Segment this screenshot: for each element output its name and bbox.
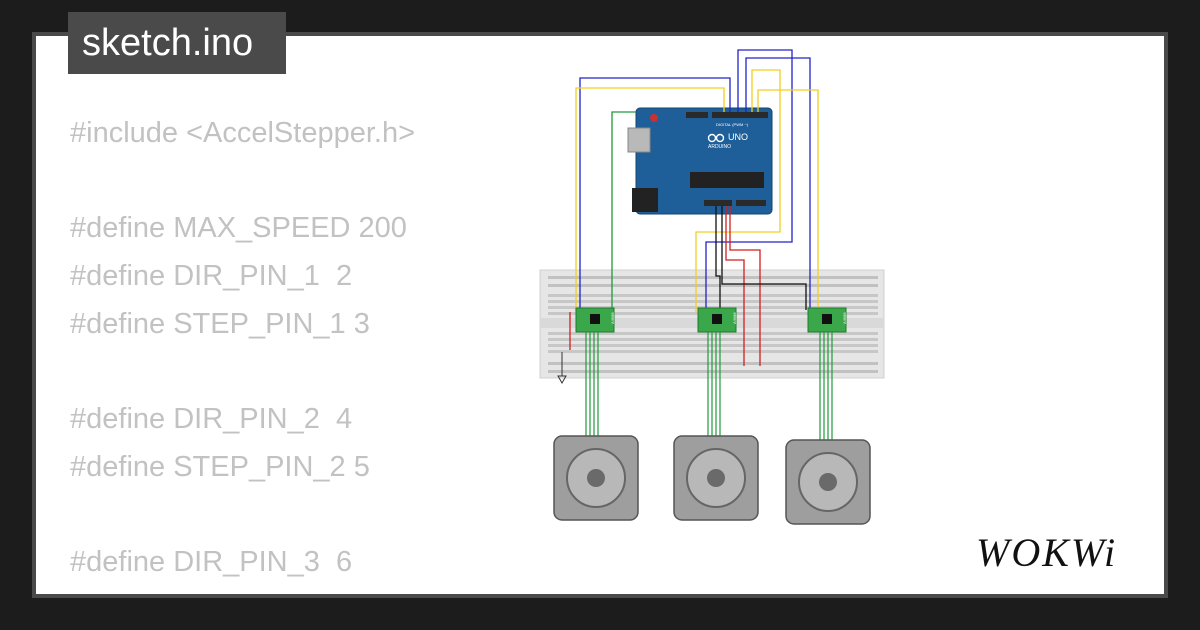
motor-leads (585, 332, 833, 440)
stepper-driver-3: A4988 (807, 307, 847, 333)
code-preview: #include <AccelStepper.h> #define MAX_SPE… (70, 110, 550, 595)
code-line: #define DIR_PIN_2 4 (70, 403, 353, 436)
code-line: #define MAX_SPEED 200 (70, 212, 407, 245)
stepper-driver-1: A4988 (575, 307, 615, 333)
board-model-label: UNO (728, 132, 748, 142)
code-line: #include <AccelStepper.h> (70, 117, 416, 149)
brand-label: ARDUINO (708, 144, 731, 150)
driver-label: A4988 (610, 312, 615, 324)
code-line: #define DIR_PIN_1 2 (70, 260, 353, 293)
stepper-motor-3 (785, 439, 871, 525)
code-line: #define DIR_PIN_3 6 (70, 546, 353, 579)
ground-icon (557, 352, 567, 385)
circuit-diagram: DIGITAL (PWM ~) UNO ARDUINO (539, 49, 885, 525)
wires (569, 49, 819, 366)
code-line: #define STEP_PIN_3 7 (70, 587, 550, 595)
stepper-motor-2 (673, 435, 759, 521)
stepper-motor-1 (553, 435, 639, 521)
arduino-uno-board: DIGITAL (PWM ~) UNO ARDUINO (627, 107, 773, 215)
code-line: #define STEP_PIN_2 5 (70, 450, 370, 483)
code-line: #define STEP_PIN_1 3 (70, 307, 370, 340)
digital-pins-label: DIGITAL (PWM ~) (716, 122, 749, 127)
stepper-driver-2: A4988 (697, 307, 737, 333)
preview-card: #include <AccelStepper.h> #define MAX_SPE… (32, 32, 1168, 598)
arduino-infinity-icon (707, 133, 725, 143)
driver-label: A4988 (732, 312, 737, 324)
wokwi-logo: WOKWi (976, 530, 1118, 575)
driver-label: A4988 (842, 312, 847, 324)
sketch-filename-tag: sketch.ino (68, 12, 286, 74)
